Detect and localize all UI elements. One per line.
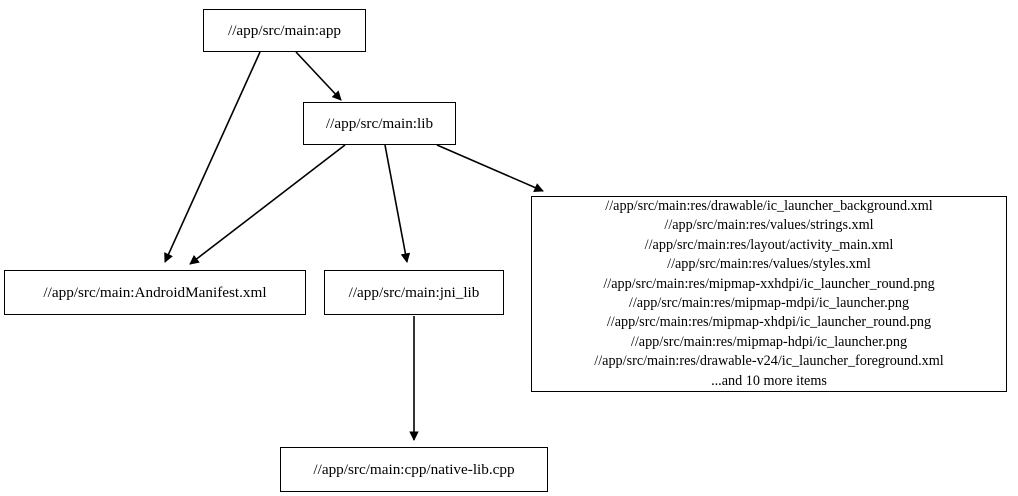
node-lib-label: //app/src/main:lib [325,114,434,132]
node-cpp-native-lib[interactable]: //app/src/main:cpp/native-lib.cpp [280,447,548,492]
node-app[interactable]: //app/src/main:app [203,9,366,52]
node-androidmanifest-xml[interactable]: //app/src/main:AndroidManifest.xml [4,270,306,315]
node-res-group[interactable]: //app/src/main:res/drawable/ic_launcher_… [531,196,1007,392]
edge-app-to-lib [295,51,342,101]
edge-lib-to-res-group [436,144,544,192]
node-jni-lib-label: //app/src/main:jni_lib [348,283,480,301]
edge-lib-to-jni-lib [384,144,411,263]
edge-app-to-androidmanifest [164,51,261,263]
node-androidmanifest-xml-label: //app/src/main:AndroidManifest.xml [43,283,267,301]
node-cpp-native-lib-label: //app/src/main:cpp/native-lib.cpp [313,460,515,478]
node-res-group-label: //app/src/main:res/drawable/ic_launcher_… [594,197,944,389]
node-jni-lib[interactable]: //app/src/main:jni_lib [324,270,504,315]
node-app-label: //app/src/main:app [227,21,342,39]
edge-lib-to-androidmanifest [189,144,346,265]
node-lib[interactable]: //app/src/main:lib [303,102,456,145]
